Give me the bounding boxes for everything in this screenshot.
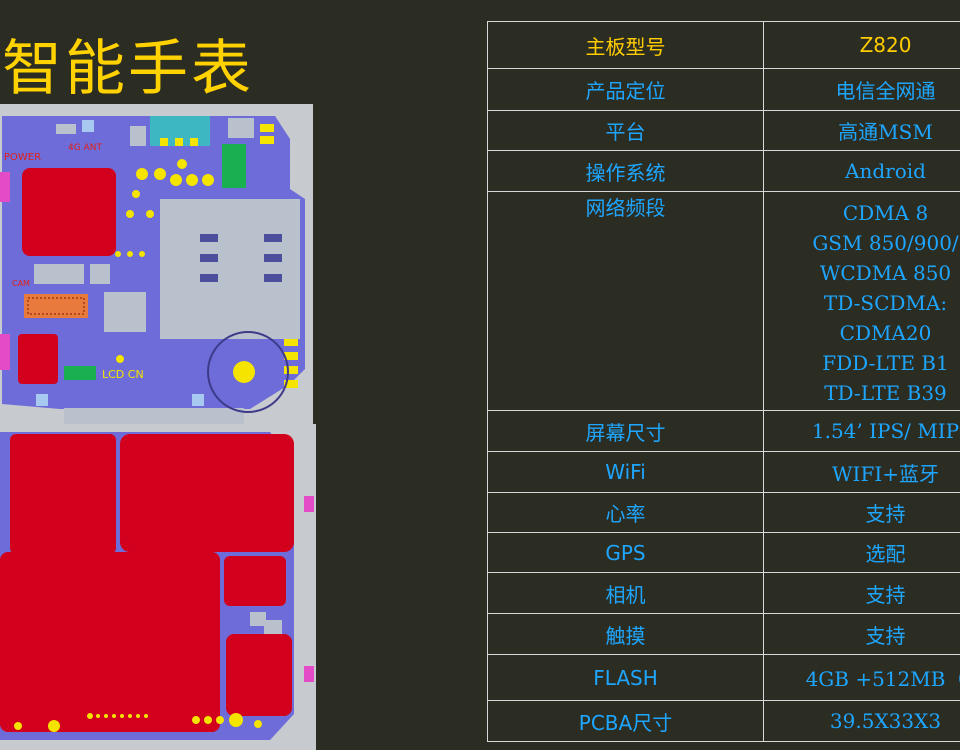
- spec-label: 平台: [487, 110, 764, 151]
- spec-label: GPS: [487, 532, 764, 573]
- pcb-top-layout: POWER 4G ANT CAM LCD CN: [0, 104, 313, 424]
- table-row: 操作系统 Android: [487, 150, 960, 192]
- table-row: 产品定位 电信全网通: [487, 68, 960, 111]
- spec-band-values: CDMA 8 GSM 850/900/ WCDMA 850 TD-SCDMA: …: [763, 191, 960, 411]
- pcb-bottom-layout: [0, 424, 316, 750]
- page-title: 智能手表: [2, 34, 254, 104]
- spec-label: 触摸: [487, 613, 764, 655]
- spec-value: Android: [763, 150, 960, 192]
- spec-value: 支持: [763, 613, 960, 655]
- lcd-cn-label: LCD CN: [102, 368, 144, 381]
- spec-label: PCBA尺寸: [487, 700, 764, 742]
- table-row: FLASH 4GB +512MB（: [487, 654, 960, 701]
- spec-label: WiFi: [487, 451, 764, 493]
- table-row: WiFi WIFI+蓝牙: [487, 451, 960, 493]
- cam-label: CAM: [12, 279, 30, 288]
- table-row: 平台 高通MSM: [487, 110, 960, 151]
- spec-value: WIFI+蓝牙: [763, 451, 960, 493]
- table-row: 触摸 支持: [487, 613, 960, 655]
- table-row: 心率 支持: [487, 492, 960, 533]
- spec-label: 屏幕尺寸: [487, 410, 764, 452]
- spec-value: 39.5X33X3: [763, 700, 960, 742]
- ant-4g-label: 4G ANT: [68, 143, 102, 153]
- spec-value: 4GB +512MB（: [763, 654, 960, 701]
- table-row: 网络频段 CDMA 8 GSM 850/900/ WCDMA 850 TD-SC…: [487, 191, 960, 411]
- spec-header-value: Z820: [763, 21, 960, 69]
- spec-table: 主板型号 Z820 产品定位 电信全网通 平台 高通MSM 操作系统 Andro…: [487, 21, 960, 742]
- spec-label: 操作系统: [487, 150, 764, 192]
- spec-value: 选配: [763, 532, 960, 573]
- band-line: CDMA 8: [842, 201, 929, 225]
- table-row: PCBA尺寸 39.5X33X3: [487, 700, 960, 742]
- spec-label: 产品定位: [487, 68, 764, 111]
- spec-header-row: 主板型号 Z820: [487, 21, 960, 69]
- spec-label: 网络频段: [487, 191, 764, 411]
- spec-label: FLASH: [487, 654, 764, 701]
- band-line: TD-LTE B39: [824, 381, 947, 405]
- spec-label: 心率: [487, 492, 764, 533]
- spec-header-label: 主板型号: [487, 21, 764, 69]
- band-line: CDMA20: [839, 321, 932, 345]
- band-line: GSM 850/900/: [812, 231, 959, 255]
- spec-value: 高通MSM: [763, 110, 960, 151]
- band-line: TD-SCDMA:: [823, 291, 948, 315]
- spec-label: 相机: [487, 572, 764, 614]
- spec-value: 支持: [763, 492, 960, 533]
- table-row: 屏幕尺寸 1.54’ IPS/ MIP: [487, 410, 960, 452]
- band-line: FDD-LTE B1: [822, 351, 949, 375]
- table-row: 相机 支持: [487, 572, 960, 614]
- spec-value: 电信全网通: [763, 68, 960, 111]
- band-line: WCDMA 850: [819, 261, 952, 285]
- table-row: GPS 选配: [487, 532, 960, 573]
- spec-value: 1.54’ IPS/ MIP: [763, 410, 960, 452]
- spec-value: 支持: [763, 572, 960, 614]
- power-label: POWER: [4, 152, 41, 163]
